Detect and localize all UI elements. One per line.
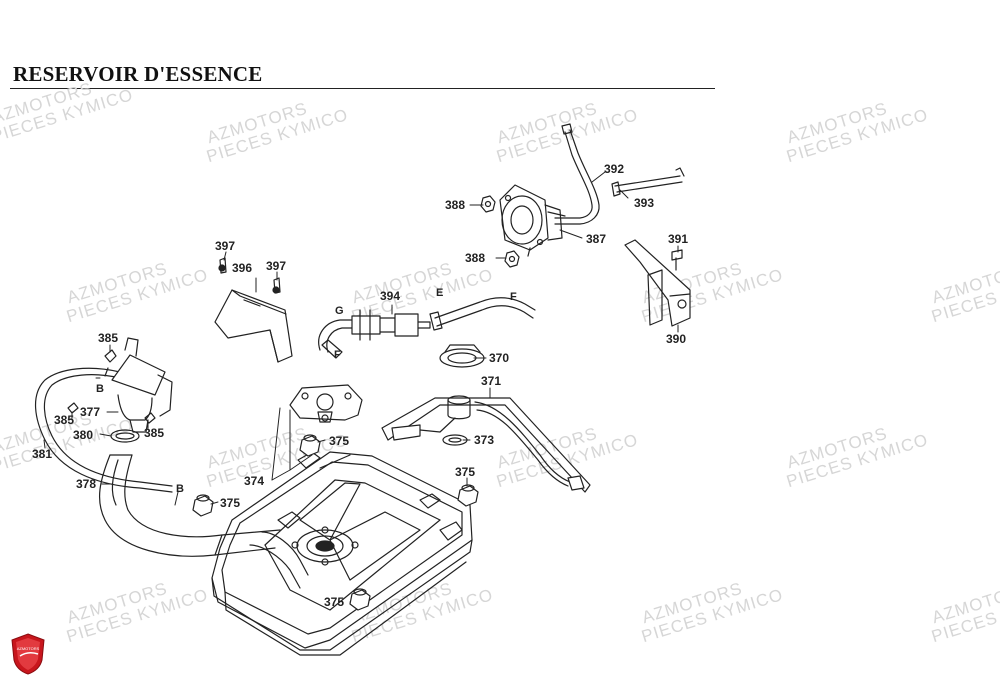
- bracket-part-396: [214, 264, 293, 363]
- clip-part-397: [219, 257, 227, 274]
- callout-381: 381: [32, 447, 52, 461]
- letter-marker: E: [436, 287, 443, 299]
- callout-385: 385: [98, 331, 118, 345]
- connection-letters: E F G F B B: [96, 287, 517, 495]
- callout-373: 373: [474, 433, 494, 447]
- callout-labels: 388 388 392 393 387 391 390 397 396 397 …: [32, 162, 688, 609]
- callout-371: 371: [481, 374, 501, 388]
- tube-part-393: [611, 167, 685, 197]
- letter-marker: B: [176, 483, 184, 495]
- title-divider: [10, 88, 715, 89]
- nut-part-375: [299, 434, 321, 457]
- callout-375: 375: [455, 465, 475, 479]
- fuel-filter-part-394: [318, 309, 431, 359]
- callout-387: 387: [586, 232, 606, 246]
- nut-part-388: [480, 195, 496, 213]
- callout-388: 388: [445, 198, 465, 212]
- callout-392: 392: [604, 162, 624, 176]
- fuel-hose-ef: [429, 297, 536, 331]
- page-title: RESERVOIR D'ESSENCE: [13, 62, 263, 86]
- fuel-gauge-part-371: [381, 395, 591, 493]
- callout-375: 375: [329, 434, 349, 448]
- logo-text: AZMOTORS: [17, 646, 40, 651]
- letter-marker: F: [334, 349, 341, 361]
- tank-plate: [289, 384, 363, 423]
- bolt-part-391: [671, 249, 683, 271]
- azmotors-logo: AZMOTORS: [11, 633, 45, 675]
- leader-lines: [43, 171, 679, 603]
- callout-393: 393: [634, 196, 654, 210]
- gasket-part-370: [439, 344, 485, 368]
- callout-377: 377: [80, 405, 100, 419]
- filler-cap-part-377: [104, 337, 173, 433]
- nut-part-375: [192, 494, 214, 517]
- letter-marker: G: [335, 305, 344, 317]
- callout-375: 375: [324, 595, 344, 609]
- letter-marker: B: [96, 383, 104, 395]
- callout-385: 385: [144, 426, 164, 440]
- clip-part-385: [144, 412, 156, 424]
- callout-370: 370: [489, 351, 509, 365]
- bracket-part-390: [624, 239, 691, 327]
- letter-marker: F: [510, 291, 517, 303]
- vacuum-hose-part-392: [554, 123, 600, 225]
- fuel-pump-part-387: [499, 184, 566, 257]
- breather-tube-part-381: [34, 367, 173, 493]
- callout-388: 388: [465, 251, 485, 265]
- nut-part-375: [349, 588, 371, 611]
- callout-378: 378: [76, 477, 96, 491]
- callout-396: 396: [232, 261, 252, 275]
- callout-394: 394: [380, 289, 400, 303]
- filler-hose-part-378: [99, 454, 309, 589]
- callout-385: 385: [54, 413, 74, 427]
- fuel-tank-part-374: [211, 451, 473, 656]
- nut-part-388: [504, 250, 520, 268]
- callout-391: 391: [668, 232, 688, 246]
- callout-390: 390: [666, 332, 686, 346]
- callout-375: 375: [220, 496, 240, 510]
- callout-380: 380: [73, 428, 93, 442]
- filler-seal-part-380: [110, 429, 140, 443]
- callout-374: 374: [244, 474, 264, 488]
- callout-397: 397: [215, 239, 235, 253]
- clip-part-385: [67, 402, 79, 414]
- nut-part-375: [457, 484, 479, 507]
- callout-397: 397: [266, 259, 286, 273]
